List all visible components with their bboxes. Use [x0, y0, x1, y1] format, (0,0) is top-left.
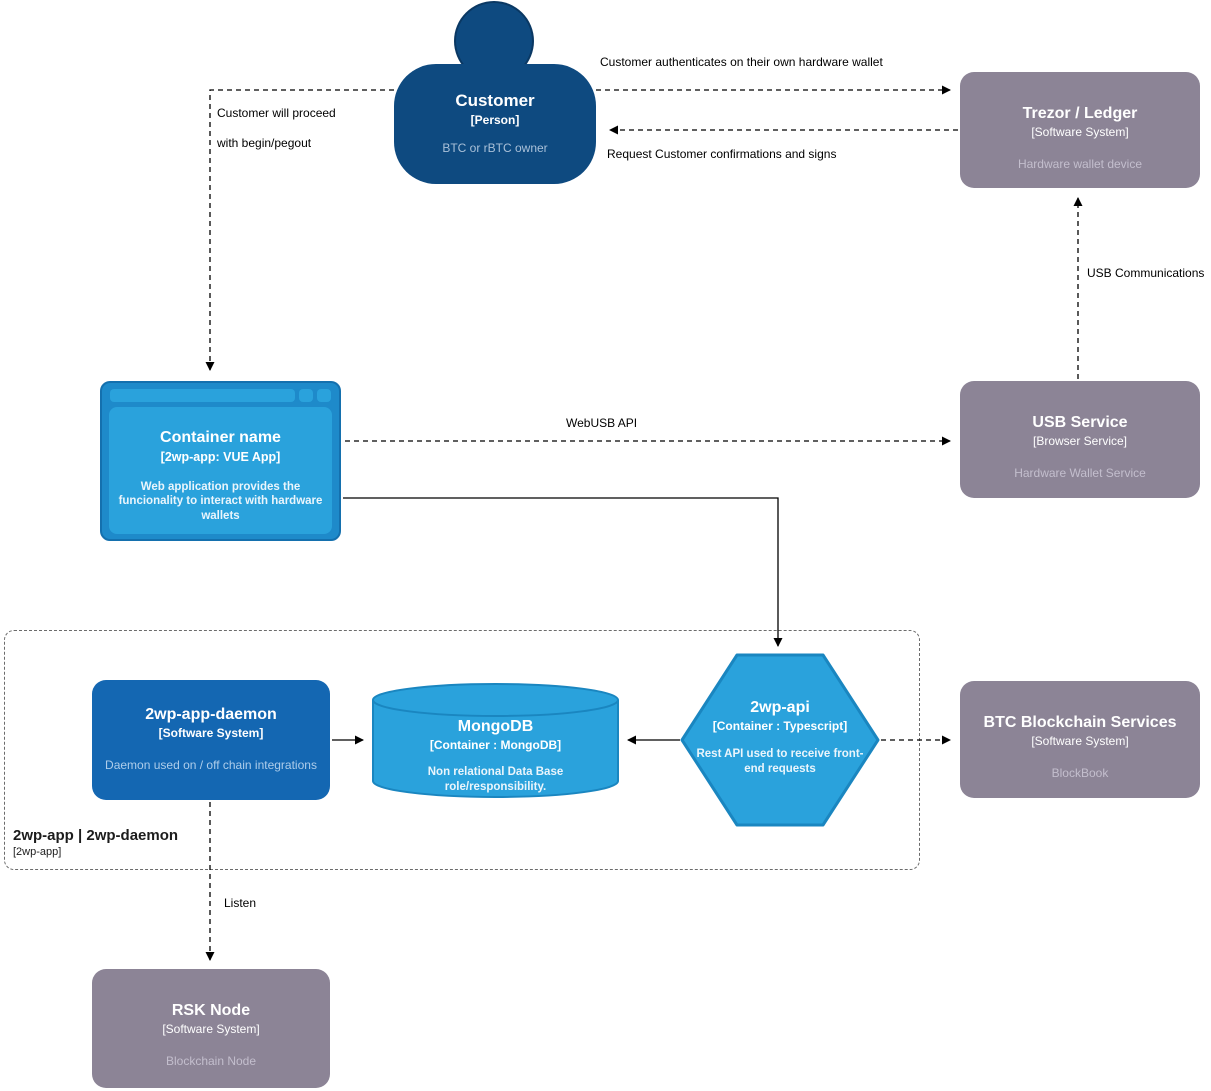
container-title: Container name: [160, 429, 281, 446]
node-usb-service: USB Service [Browser Service] Hardware W…: [960, 381, 1200, 498]
node-btc-blockchain-services: BTC Blockchain Services [Software System…: [960, 681, 1200, 798]
node-customer: Customer [Person] BTC or rBTC owner: [394, 64, 596, 184]
rsk-subtitle: [Software System]: [162, 1022, 260, 1037]
container-subtitle: [2wp-app: VUE App]: [160, 450, 281, 465]
edge-label-webusb: WebUSB API: [566, 416, 638, 430]
browser-button-icon: [317, 389, 331, 402]
btc-desc: BlockBook: [1051, 766, 1109, 781]
daemon-subtitle: [Software System]: [158, 726, 264, 741]
rsk-desc: Blockchain Node: [165, 1054, 257, 1069]
browser-button-icon: [299, 389, 313, 402]
customer-subtitle: [Person]: [470, 112, 520, 127]
boundary-title: 2wp-app | 2wp-daemon: [13, 827, 179, 844]
usb-service-subtitle: [Browser Service]: [1032, 434, 1128, 449]
edge-label-auth: Customer authenticates on their own hard…: [600, 55, 883, 69]
boundary-label: 2wp-app | 2wp-daemon [2wp-app]: [13, 827, 178, 858]
daemon-desc: Daemon used on / off chain integrations: [105, 758, 317, 773]
rsk-title: RSK Node: [171, 1002, 251, 1019]
daemon-title: 2wp-app-daemon: [145, 706, 277, 723]
trezor-desc: Hardware wallet device: [1017, 157, 1143, 172]
btc-subtitle: [Software System]: [1031, 734, 1129, 749]
customer-desc: BTC or rBTC owner: [442, 141, 548, 156]
node-rsk-node: RSK Node [Software System] Blockchain No…: [92, 969, 330, 1088]
browser-button-icon: [281, 389, 295, 402]
edge-label-request: Request Customer confirmations and signs: [607, 147, 837, 161]
boundary-subtitle: [2wp-app]: [13, 846, 62, 858]
node-2wp-app-daemon: 2wp-app-daemon [Software System] Daemon …: [92, 680, 330, 800]
edge-label-proceed-2: with begin/pegout: [217, 136, 312, 150]
trezor-title: Trezor / Ledger: [1022, 105, 1138, 122]
browser-address-bar: [110, 389, 288, 402]
edge-label-usb-comm: USB Communications: [1087, 266, 1205, 280]
usb-service-desc: Hardware Wallet Service: [1014, 466, 1146, 481]
node-trezor-ledger: Trezor / Ledger [Software System] Hardwa…: [960, 72, 1200, 188]
container-desc: Web application provides the funcionalit…: [118, 480, 323, 522]
edge-label-proceed-1: Customer will proceed: [217, 106, 336, 120]
customer-title: Customer: [455, 91, 535, 110]
usb-service-title: USB Service: [1032, 414, 1128, 431]
node-container-2wp-app: Container name [2wp-app: VUE App] Web ap…: [100, 381, 341, 541]
browser-content: Container name [2wp-app: VUE App] Web ap…: [109, 407, 332, 534]
trezor-subtitle: [Software System]: [1031, 125, 1129, 140]
edge-label-listen: Listen: [224, 896, 257, 910]
connector-customer-to-container: [205, 89, 394, 371]
btc-title: BTC Blockchain Services: [983, 714, 1177, 731]
connector-container-to-api: [343, 497, 783, 647]
